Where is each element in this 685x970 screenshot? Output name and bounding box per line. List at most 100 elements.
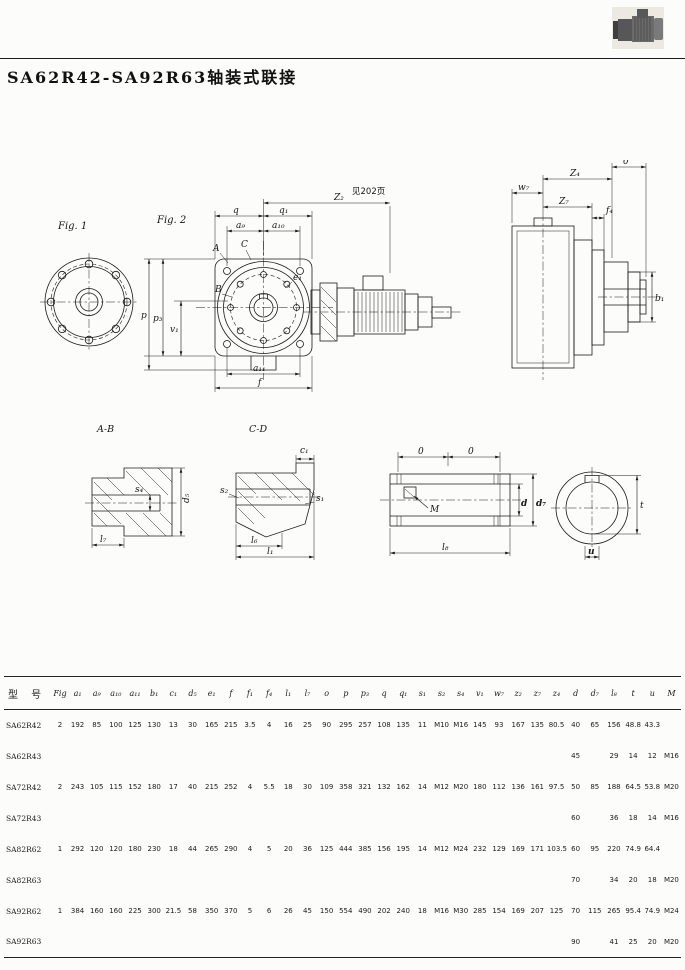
value-cell: 257 [358,721,372,730]
column-header: v₁ [470,676,490,710]
column-header: l₁ [278,676,298,710]
dim-label-t: t [640,501,644,511]
value-cell: 12 [647,752,657,760]
column-header: s₄ [451,676,471,710]
value-cell: 40 [571,721,581,730]
value-cell: 14 [417,783,427,791]
value-cell: 41 [604,926,624,958]
value-cell [202,865,221,896]
value-cell: 2 [57,721,63,730]
value-cell [278,926,298,958]
model-cell: SA82R62 [6,844,42,854]
technical-drawings: Fig. 1 Fig. 2 [40,160,664,560]
header-rule [0,58,685,59]
value-cell: M10 [434,721,450,730]
column-header: p₃ [355,676,375,710]
value-cell [106,926,126,958]
section-ab-detail: A-B s₄ d₅ l₇ [85,424,192,548]
value-cell: 36 [609,814,619,822]
see-page-note: 见202页 [352,187,385,197]
hollow-shaft-detail: 0 0 M d d₇ l₈ [380,447,546,556]
value-cell: 25 [302,721,312,730]
value-cell [145,865,164,896]
value-cell [87,741,106,772]
value-cell: 358 [339,783,353,791]
column-header: o [317,676,337,710]
value-cell [355,865,374,896]
value-cell: 4 [247,845,253,853]
value-cell [183,803,202,834]
value-cell: 43.3 [644,721,661,730]
value-cell [336,926,356,958]
value-cell: 135 [396,721,410,730]
value-cell [432,741,451,772]
value-cell [509,803,528,834]
value-cell: 129 [492,845,506,853]
value-cell [221,803,240,834]
value-cell: 136 [511,783,525,791]
value-cell [68,741,87,772]
value-cell [413,741,432,772]
value-cell: 300 [147,907,161,915]
value-cell [164,865,183,896]
value-cell: 20 [628,876,638,884]
value-cell: M24 [453,845,469,853]
value-cell [336,865,355,896]
value-cell: 85 [92,721,102,730]
value-cell [52,803,68,834]
value-cell: 17 [168,783,178,791]
value-cell [508,926,528,958]
value-cell: 3.5 [244,721,256,730]
value-cell: M16 [453,721,469,730]
value-cell [202,741,221,772]
dim-label-z2: Z₂ [333,193,344,203]
value-cell: 285 [473,907,487,915]
value-cell [470,803,489,834]
value-cell [279,803,298,834]
value-cell: 188 [607,783,621,791]
value-cell [317,865,336,896]
value-cell [528,741,547,772]
dim-label-o-left: 0 [418,447,424,457]
section-letter-a: A [212,244,220,254]
column-header: d₅ [182,676,203,710]
dim-label-z4: Z₄ [569,169,580,179]
column-header: z₂ [508,676,528,710]
value-cell: 207 [530,907,545,915]
value-cell: 30 [188,721,197,730]
dim-label-b1: b₁ [655,294,664,304]
value-cell [585,865,604,896]
value-cell: 36 [302,845,312,853]
value-cell [662,710,681,741]
value-cell [106,865,125,896]
value-cell: 64.5 [625,783,641,791]
value-cell: 60 [571,814,581,822]
dim-label-f4: f₄ [605,206,613,216]
value-cell: 130 [147,721,161,730]
column-header: t [623,676,643,710]
value-cell: 169 [511,845,525,853]
dim-label-m: M [429,505,440,515]
fig2-front-view: Fig. 2 A C B e₁ [141,187,391,392]
shaft-end-detail: t u [551,467,644,560]
value-cell [528,803,547,834]
value-cell [260,803,279,834]
fig1-label: Fig. 1 [57,221,87,232]
value-cell: M12 [434,783,450,791]
value-cell [164,741,183,772]
value-cell [394,741,413,772]
value-cell: 11 [417,721,427,730]
value-cell: 292 [70,845,85,853]
column-header: d [566,676,586,710]
value-cell [202,926,222,958]
value-cell [163,926,183,958]
dim-label-q: q [233,206,239,216]
dim-label-o-right: 0 [468,447,474,457]
value-cell: 18 [647,876,657,884]
value-cell [240,865,259,896]
value-cell: 65 [590,721,600,730]
value-cell: 370 [224,907,238,915]
